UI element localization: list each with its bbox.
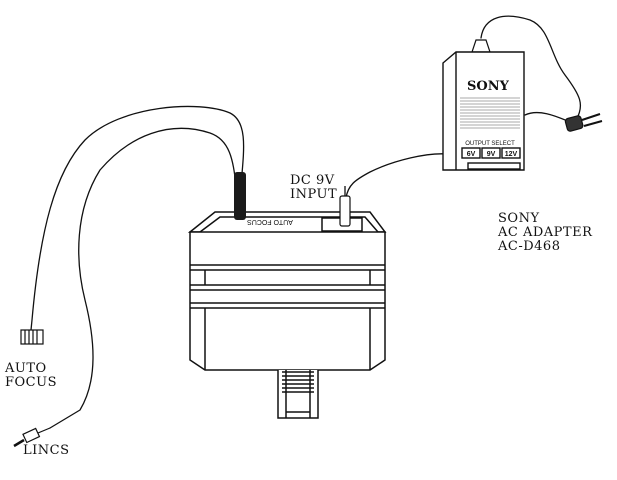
ac-cord (524, 111, 571, 123)
lincs-label: LINCS (23, 443, 70, 458)
dc-input-label-line2: INPUT (290, 187, 338, 202)
dc-input-label-line1: DC 9V (290, 173, 335, 188)
adapter-output-select: OUTPUT SELECT (465, 141, 515, 147)
auto-focus-label-line1: AUTO (5, 361, 47, 376)
auto-focus-connector (20, 329, 44, 345)
adapter-brand: SONY (467, 79, 510, 94)
ac-plug (564, 113, 603, 132)
dc-cable (345, 153, 456, 199)
adapter-output-cord (480, 15, 582, 121)
adapter-option-9v: 9V (487, 151, 496, 158)
lincs-plug (13, 427, 51, 448)
unit-top-text: AUTO FOCUS (247, 218, 293, 225)
sony-adapter-label-line2: AC ADAPTER (498, 225, 593, 240)
adapter-option-12v: 12V (505, 151, 518, 158)
cable-grommet (234, 172, 351, 227)
lincs-cable (49, 127, 237, 429)
ac-adapter (442, 51, 525, 171)
sony-adapter-label-line3: AC-D468 (498, 239, 561, 254)
sony-adapter-label-line1: SONY (498, 211, 540, 226)
adapter-option-6v: 6V (467, 151, 476, 158)
focus-unit (187, 211, 387, 419)
auto-focus-cable (30, 105, 245, 331)
adapter-strain-relief (471, 39, 491, 53)
auto-focus-label-line2: FOCUS (5, 375, 57, 390)
